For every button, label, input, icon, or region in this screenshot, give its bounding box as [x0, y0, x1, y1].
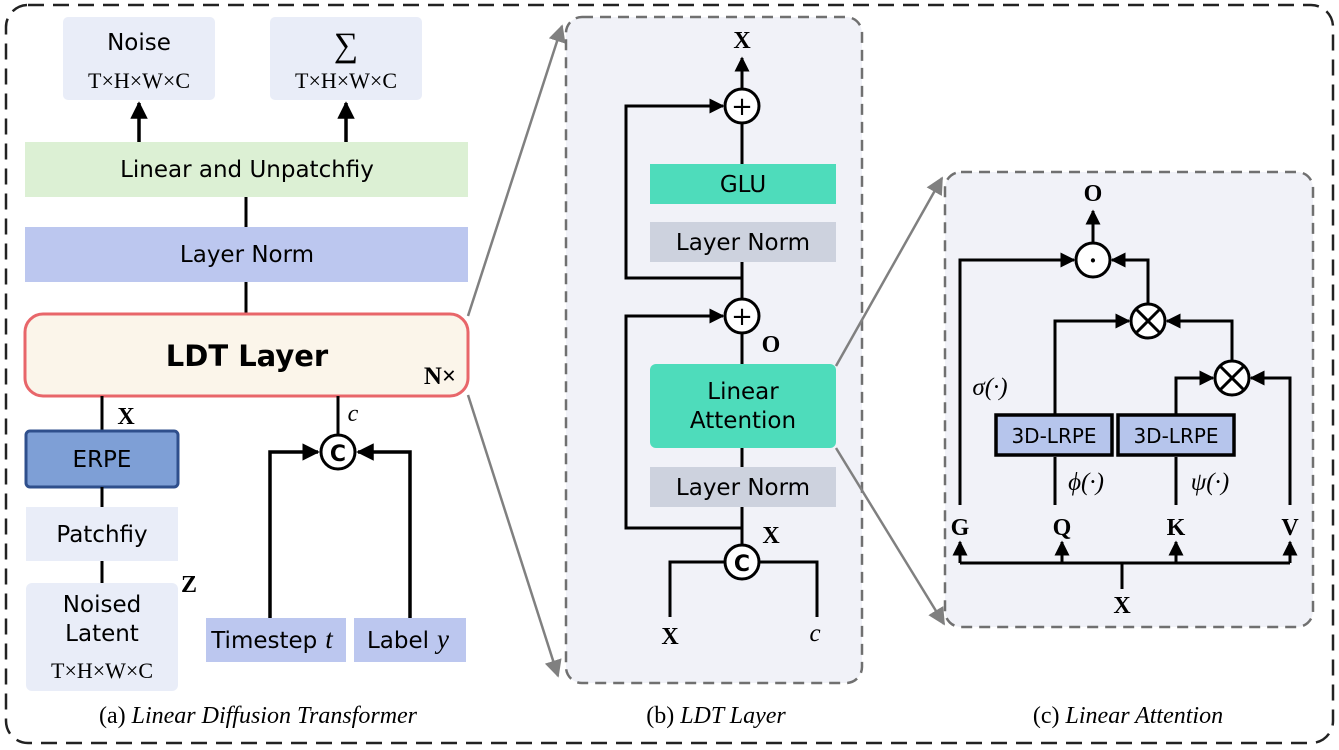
otimes-top-x2 — [1134, 307, 1162, 335]
layer-norm-box-a — [25, 227, 468, 282]
otimes-inner-x2 — [1218, 364, 1246, 392]
outer-frame — [4, 3, 1335, 745]
layer-norm-label-a: Layer Norm — [180, 242, 314, 268]
v-label: V — [1281, 515, 1299, 541]
concat-circle-a — [319, 433, 357, 471]
caption-b: (b) LDT Layer — [646, 703, 786, 729]
glu-box — [650, 164, 836, 204]
x-out-b: X — [733, 28, 751, 54]
linear-attention-box — [650, 364, 836, 448]
n-times-label: N× — [424, 363, 456, 390]
residual-top — [624, 98, 742, 280]
layer-norm-bottom-label: Layer Norm — [676, 475, 810, 501]
panel-c-frame — [943, 170, 1315, 629]
layer-norm-top-label: Layer Norm — [676, 230, 810, 256]
lrpe-left-label: 3D-LRPE — [1011, 424, 1096, 448]
zoom-line-top-ab — [466, 24, 566, 317]
layer-norm-top-box — [650, 222, 836, 262]
glu-label: GLU — [720, 172, 766, 198]
panel-c: O · σ(·) 3D-LRPE 3D-LRPE ϕ(·) ψ(·) G — [943, 170, 1315, 729]
o-out-c: O — [1084, 181, 1103, 207]
residual-bottom — [624, 308, 742, 530]
panel-a: Noise T×H×W×C ∑ T×H×W×C Linear and Unpat… — [23, 17, 470, 729]
patchify-label: Patchfiy — [56, 522, 147, 548]
label-box — [354, 618, 466, 662]
v-path — [1249, 370, 1292, 505]
noise-title: Noise — [107, 30, 171, 56]
plus-top: + — [731, 92, 753, 122]
patchify-box — [26, 507, 178, 561]
noise-box — [63, 17, 215, 100]
linear-unpatchify-box — [25, 142, 468, 197]
c-label-a: c — [348, 401, 359, 427]
x-after-concat-b: X — [762, 523, 780, 549]
concat-label-a: C — [330, 442, 346, 467]
q-path — [1053, 313, 1131, 414]
otimes-top-to-dot — [1110, 252, 1150, 304]
ldt-layer-box — [23, 312, 470, 398]
panel-b: X + GLU Layer Norm + O Linear Attention … — [564, 15, 864, 729]
concat-label-b: C — [734, 552, 750, 577]
dot-op-circle — [1074, 241, 1112, 279]
sum-box — [270, 17, 422, 100]
sum-symbol: ∑ — [334, 27, 358, 64]
sigma-label: σ(·) — [972, 374, 1007, 401]
k-label: K — [1167, 515, 1186, 541]
zoom-line-bottom-ab — [466, 394, 562, 678]
q-label: Q — [1053, 515, 1072, 541]
layer-norm-bottom-box — [650, 467, 836, 507]
zoom-line-top-bc — [834, 176, 944, 367]
x-in-b: X — [661, 624, 679, 650]
x-in-c: X — [1113, 593, 1131, 619]
x-label-a: X — [117, 404, 135, 430]
arrow-timestep-concat — [268, 443, 320, 620]
psi-label: ψ(·) — [1191, 469, 1229, 496]
k-path-top — [1174, 370, 1215, 414]
lrpe-right-label: 3D-LRPE — [1133, 424, 1218, 448]
input-c-line-b — [759, 560, 819, 617]
phi-label: ϕ(·) — [1068, 469, 1104, 496]
dot-op: · — [1089, 246, 1098, 275]
zoom-line-bottom-bc — [834, 447, 946, 626]
linear-attention-line1: Linear — [707, 379, 779, 405]
ldt-layer-label: LDT Layer — [166, 339, 329, 373]
linear-unpatchify-label: Linear and Unpatchfiy — [120, 157, 374, 183]
arrow-label-concat — [356, 443, 412, 620]
plus-mid: + — [731, 302, 753, 332]
timestep-box — [206, 618, 346, 662]
noise-dims: T×H×W×C — [88, 68, 190, 93]
g-path — [958, 252, 1076, 505]
o-label-b: O — [762, 332, 781, 358]
sum-dims: T×H×W×C — [295, 68, 397, 93]
input-x-line-b — [668, 560, 725, 617]
noised-latent-dims: T×H×W×C — [51, 658, 153, 683]
caption-a: (a) Linear Diffusion Transformer — [99, 703, 418, 729]
noised-latent-box — [26, 583, 178, 691]
lrpe-right-box — [1116, 413, 1236, 457]
erpe-label: ERPE — [73, 447, 132, 473]
g-label: G — [951, 515, 970, 541]
noised-latent-line2: Latent — [65, 621, 139, 647]
lrpe-left-box — [994, 413, 1114, 457]
caption-c: (c) Linear Attention — [1033, 703, 1223, 729]
z-label: Z — [181, 572, 197, 598]
otimes-inner-to-top — [1165, 313, 1234, 361]
c-in-b: c — [809, 620, 820, 647]
linear-attention-line2: Attention — [690, 408, 796, 434]
noised-latent-line1: Noised — [63, 592, 141, 618]
